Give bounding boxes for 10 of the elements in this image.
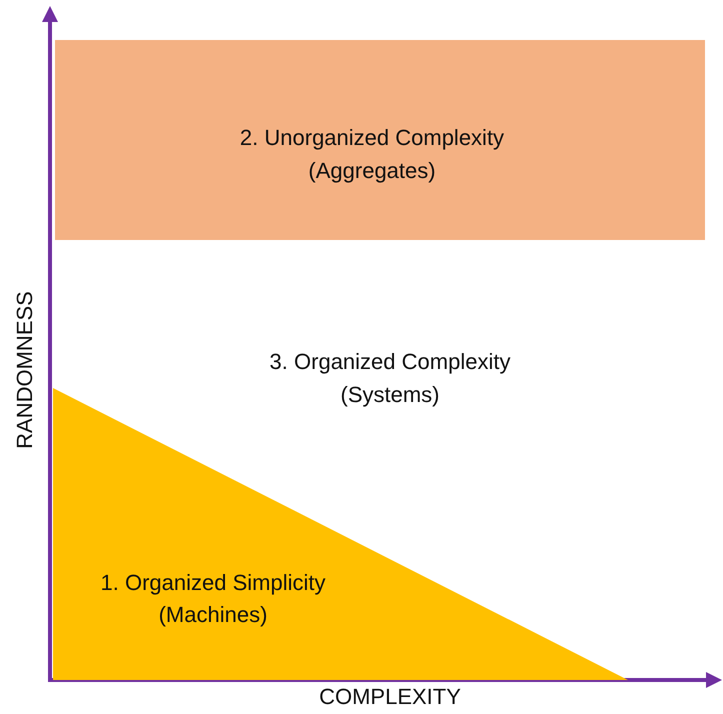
- region-label: (Systems): [340, 384, 440, 406]
- region-label: (Aggregates): [308, 160, 436, 182]
- region-label: (Machines): [158, 604, 268, 626]
- region-label: 2. Unorganized Complexity: [240, 127, 504, 149]
- axis-label: COMPLEXITY: [319, 686, 461, 708]
- axis-label: RANDOMNESS: [14, 291, 36, 449]
- region-triangle: [53, 388, 628, 680]
- region-label: 3. Organized Complexity: [270, 351, 510, 373]
- region-band: [55, 40, 705, 240]
- region-label: 1. Organized Simplicity: [100, 572, 326, 594]
